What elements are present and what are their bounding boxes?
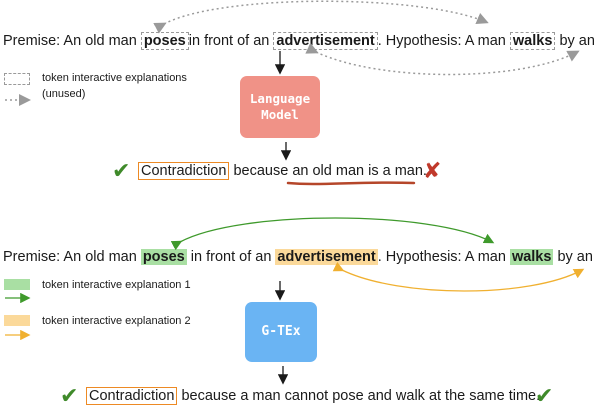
top-dotted-arc-advertisement-ad (305, 42, 580, 76)
check-mark-icon-top: ✔ (112, 158, 131, 183)
language-model-line2: Model (261, 107, 299, 122)
top-output-reason: an old man is a man. (292, 163, 427, 179)
bottom-mid1: in front of an (190, 249, 272, 265)
bottom-mid3: by an (557, 249, 593, 265)
bottom-output-label: Contradiction (86, 387, 178, 405)
top-output-label: Contradiction (138, 162, 230, 180)
legend-yellow-swatch (4, 315, 30, 326)
bottom-mid2: . Hypothesis: A man (377, 249, 506, 265)
reason-underline (286, 181, 416, 186)
legend-bottom-item2: token interactive explanation 2 (42, 315, 191, 327)
top-output-because: because (233, 163, 289, 179)
bottom-premise-line: Premise: An old man poses in front of an… (3, 249, 596, 265)
gtex-label: G-TEx (261, 323, 301, 339)
top-output-line: Contradiction because an old man is a ma… (138, 162, 427, 180)
bottom-token-poses: poses (140, 249, 187, 265)
top-mid1: in front of an (188, 33, 270, 49)
bottom-output-line: Contradiction because a man cannot pose … (86, 387, 541, 405)
bottom-output-reason: because a man cannot pose and walk at th… (181, 388, 541, 404)
bottom-token-advertisement: advertisement (275, 249, 378, 265)
gtex-box: G-TEx (245, 302, 317, 362)
check-mark-icon-bottom-right: ✔ (535, 383, 554, 408)
check-mark-icon-bottom-left: ✔ (60, 383, 79, 408)
legend-green-swatch (4, 279, 30, 290)
top-premise-prefix: Premise: An old man (3, 33, 137, 49)
legend-dashed-box-swatch (4, 73, 30, 85)
yellow-arc-advertisement-ad (332, 261, 585, 292)
green-arc-poses-walks (170, 217, 495, 251)
cross-mark-icon: ✘ (423, 158, 442, 183)
language-model-line1: Language (249, 91, 311, 107)
legend-bottom-item1: token interactive explanation 1 (42, 279, 191, 291)
top-dotted-arc-poses-walks (153, 0, 489, 34)
language-model-box: Language Model (240, 76, 320, 138)
legend-top-item1: token interactive explanations (42, 72, 187, 84)
legend-top-item2: (unused) (42, 88, 86, 100)
bottom-premise-prefix: Premise: An old man (3, 249, 137, 265)
bottom-token-walks: walks (509, 249, 554, 265)
